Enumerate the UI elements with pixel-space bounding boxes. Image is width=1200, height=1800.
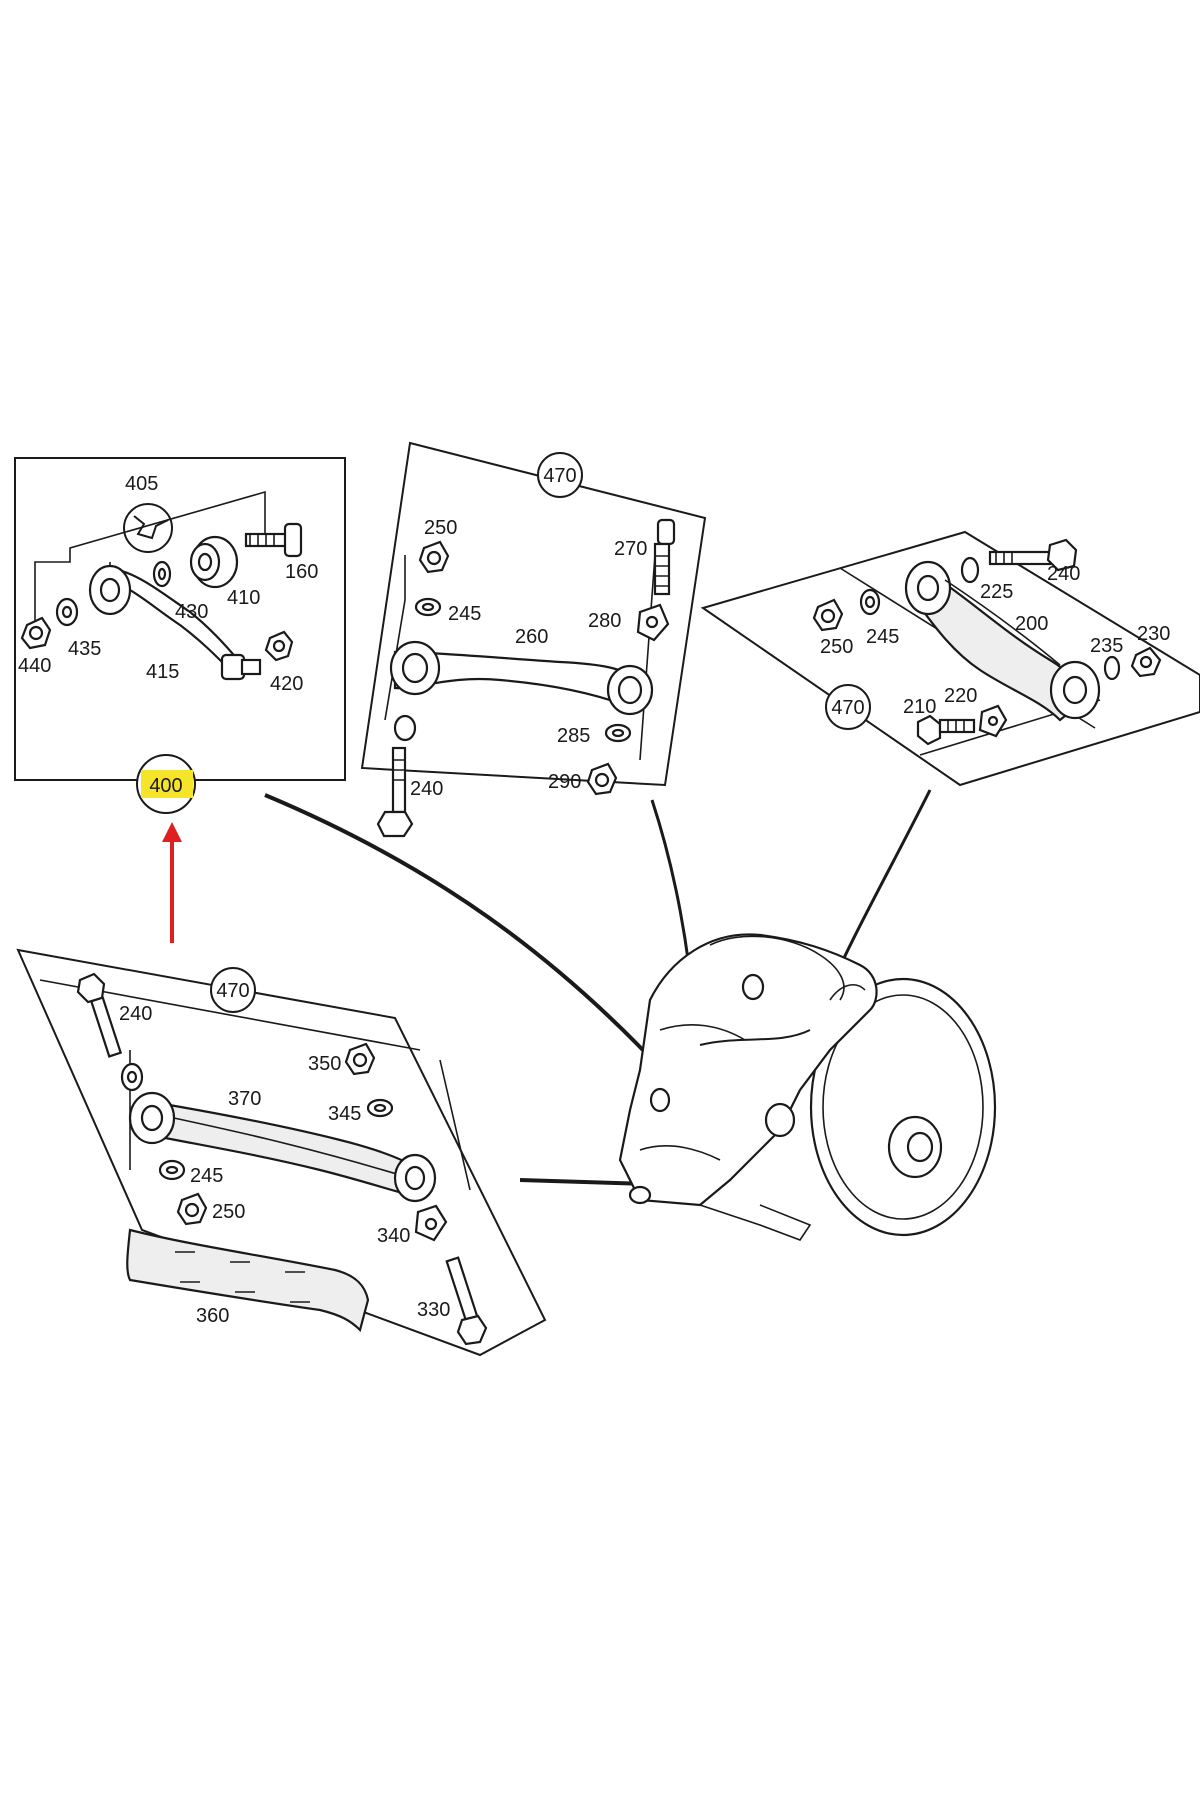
- label-240-c: 240: [119, 1003, 152, 1025]
- label-225: 225: [980, 581, 1013, 603]
- bolt-210: [916, 714, 976, 746]
- nut-440: [20, 616, 52, 650]
- panel-border: [360, 441, 707, 787]
- panel-control-arm-400: 405 160 410 430 440 435 415 420 400: [14, 457, 346, 943]
- label-415: 415: [146, 661, 179, 683]
- nut-290: [586, 762, 618, 796]
- label-220: 220: [944, 685, 977, 707]
- washer-245-a: [414, 597, 442, 617]
- panel-border: [700, 530, 1200, 787]
- label-250: 250: [424, 517, 457, 539]
- control-arm-200: [904, 560, 1101, 722]
- nut-250-b: [812, 598, 844, 632]
- label-230: 230: [1137, 623, 1170, 645]
- link-370: [128, 1091, 437, 1203]
- washer-225: [960, 556, 980, 584]
- label-345: 345: [328, 1103, 361, 1125]
- red-arrow: [162, 822, 182, 943]
- label-210: 210: [903, 696, 936, 718]
- label-350: 350: [308, 1053, 341, 1075]
- callout-400-text: 400: [149, 775, 182, 797]
- panel-arm-200: 470: [700, 530, 1200, 787]
- label-250-c: 250: [212, 1201, 245, 1223]
- label-330: 330: [417, 1299, 450, 1321]
- label-435: 435: [68, 638, 101, 660]
- nut-250-a: [418, 540, 450, 574]
- washer-430: [152, 560, 172, 588]
- callout-470-top-middle: 470: [543, 465, 576, 487]
- label-280: 280: [588, 610, 621, 632]
- label-410: 410: [227, 587, 260, 609]
- bolt-270: [653, 518, 676, 596]
- washer-345: [366, 1098, 394, 1118]
- label-160: 160: [285, 561, 318, 583]
- bolt-160: [244, 522, 303, 558]
- label-245-c: 245: [190, 1165, 223, 1187]
- label-440: 440: [18, 655, 51, 677]
- cover-360: [126, 1228, 370, 1333]
- bolt-240-a: [376, 746, 414, 838]
- nut-350: [344, 1042, 376, 1076]
- plate-220: [978, 704, 1008, 738]
- label-260: 260: [515, 626, 548, 648]
- panel-link-260: 470: [360, 441, 707, 838]
- washer-235: [1103, 655, 1121, 681]
- washer-245-c: [158, 1159, 186, 1181]
- label-240: 240: [410, 778, 443, 800]
- nut-420: [264, 630, 294, 662]
- washer-245-b: [859, 588, 881, 616]
- bolt-240-c: [76, 972, 123, 1058]
- label-405: 405: [125, 473, 158, 495]
- panel-border: [16, 948, 547, 1357]
- bolt-330: [445, 1256, 488, 1346]
- rear-axle-assembly: [618, 933, 997, 1241]
- washer-285: [604, 723, 632, 743]
- bolt-240-b: [988, 538, 1078, 572]
- wrench-icon: [123, 503, 173, 553]
- nut-250-c: [176, 1192, 208, 1226]
- label-340: 340: [377, 1225, 410, 1247]
- callout-470-top-right: 470: [831, 697, 864, 719]
- callout-470-bottom-left: 470: [216, 980, 249, 1002]
- washer-under-240-c: [120, 1062, 144, 1092]
- label-245: 245: [448, 603, 481, 625]
- label-370: 370: [228, 1088, 261, 1110]
- label-270: 270: [614, 538, 647, 560]
- label-420: 420: [270, 673, 303, 695]
- label-360: 360: [196, 1305, 229, 1327]
- callout-400-highlighted: 400: [136, 754, 196, 814]
- label-285: 285: [557, 725, 590, 747]
- label-235: 235: [1090, 635, 1123, 657]
- label-240-b: 240: [1047, 563, 1080, 585]
- plate-340: [414, 1204, 448, 1242]
- plate-280: [636, 603, 670, 642]
- washer-435: [55, 597, 79, 627]
- label-290: 290: [548, 771, 581, 793]
- label-250-b: 250: [820, 636, 853, 658]
- control-arm-415: [88, 564, 262, 681]
- label-245-b: 245: [866, 626, 899, 648]
- panel-link-370: 470: [16, 948, 547, 1357]
- nut-230: [1130, 646, 1162, 678]
- label-200: 200: [1015, 613, 1048, 635]
- washer-under-260: [393, 714, 417, 742]
- link-260: [389, 640, 654, 716]
- bushing-410: [189, 535, 239, 589]
- label-430: 430: [175, 601, 208, 623]
